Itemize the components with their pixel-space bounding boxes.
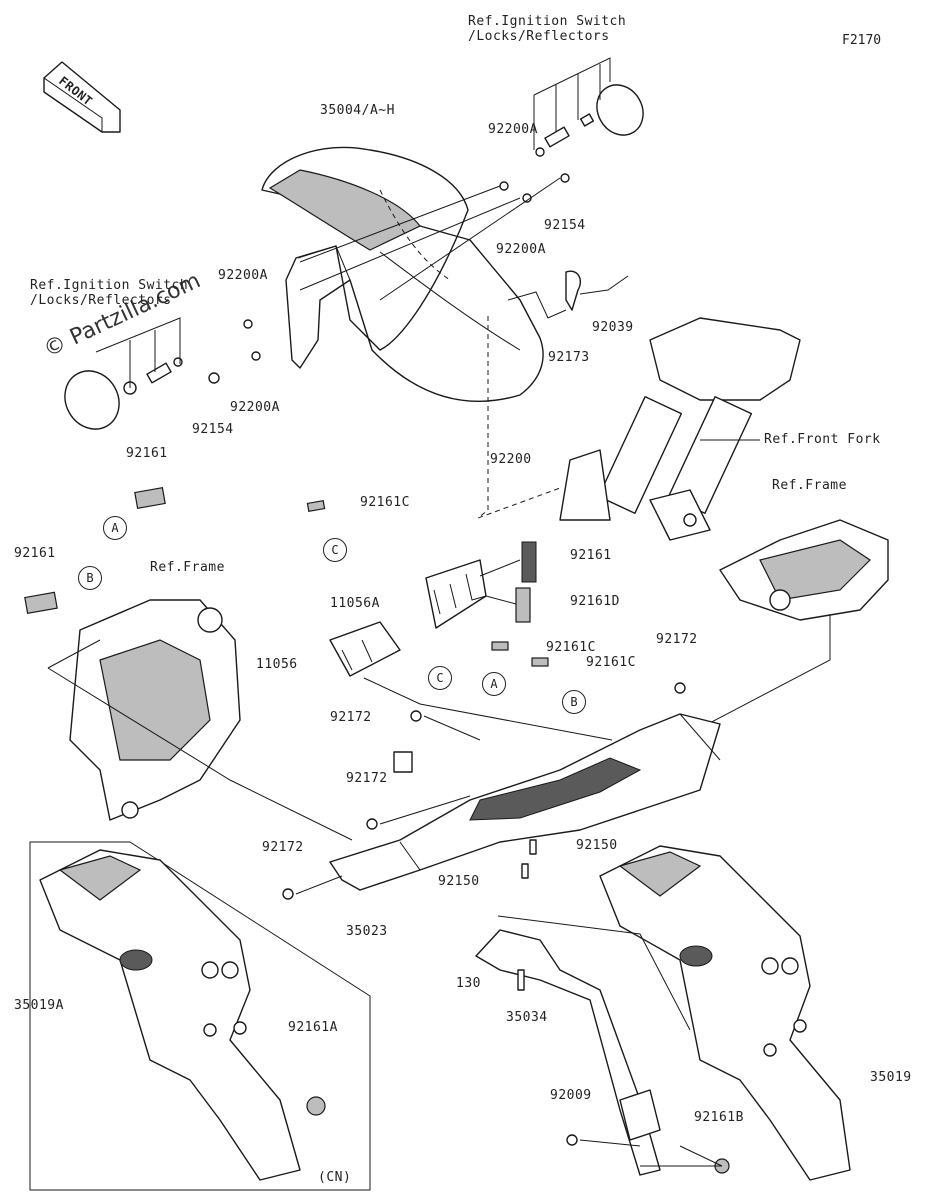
- ref-circle-c2: C: [428, 666, 452, 690]
- reflector-top-part: [299, 57, 644, 301]
- clip-part: [477, 270, 629, 519]
- label-92161-a: 92161: [126, 446, 168, 461]
- ref-circle-a: A: [103, 516, 127, 540]
- label-92161-b: 92161: [14, 546, 56, 561]
- label-ref-ignition-top: Ref.Ignition Switch /Locks/Reflectors: [468, 14, 627, 44]
- bracket-part: [329, 559, 613, 741]
- front-arrow-icon: [43, 61, 121, 133]
- label-ref-front-fork: Ref.Front Fork: [764, 432, 881, 447]
- label-11056: 11056: [256, 657, 298, 672]
- label-ref-frame-right: Ref.Frame: [772, 478, 847, 493]
- label-tags: [24, 486, 549, 667]
- label-35019: 35019: [870, 1070, 912, 1085]
- label-35019A: 35019A: [14, 998, 64, 1013]
- label-92154-b: 92154: [192, 422, 234, 437]
- label-92200A-c: 92200A: [218, 268, 268, 283]
- label-cn: (CN): [318, 1170, 352, 1185]
- label-92161C-a: 92161C: [360, 495, 410, 510]
- label-92200A-a: 92200A: [488, 122, 538, 137]
- label-92009: 92009: [550, 1088, 592, 1103]
- front-fork-part: [559, 317, 801, 541]
- front-fender-part: [261, 146, 544, 403]
- label-35034: 35034: [506, 1010, 548, 1025]
- label-92039: 92039: [592, 320, 634, 335]
- label-92161A: 92161A: [288, 1020, 338, 1035]
- label-92172-d: 92172: [262, 840, 304, 855]
- ref-circle-b: B: [78, 566, 102, 590]
- label-92150-b: 92150: [438, 874, 480, 889]
- screws: [282, 682, 686, 900]
- label-ref-frame-left: Ref.Frame: [150, 560, 225, 575]
- label-35023: 35023: [346, 924, 388, 939]
- label-92173: 92173: [548, 350, 590, 365]
- rear-fender-part: [599, 845, 851, 1181]
- ref-circle-a2: A: [482, 672, 506, 696]
- label-35004: 35004/A~H: [320, 103, 395, 118]
- stay-part: [475, 915, 723, 1176]
- label-92172-c: 92172: [346, 771, 388, 786]
- label-92161C-b: 92161C: [546, 640, 596, 655]
- label-130: 130: [456, 976, 481, 991]
- ref-circle-c: C: [323, 538, 347, 562]
- figure-code: F2170: [842, 33, 882, 48]
- label-92161-c: 92161: [570, 548, 612, 563]
- label-92200: 92200: [490, 452, 532, 467]
- label-92150-a: 92150: [576, 838, 618, 853]
- label-92200A-d: 92200A: [230, 400, 280, 415]
- label-ref-ignition-left: Ref.Ignition Switch /Locks/Reflectors: [30, 278, 189, 308]
- ref-circle-b2: B: [562, 690, 586, 714]
- label-92172-a: 92172: [656, 632, 698, 647]
- rear-tray-part: [329, 713, 721, 891]
- label-92200A-b: 92200A: [496, 242, 546, 257]
- label-92161C-c: 92161C: [586, 655, 636, 670]
- label-11056A: 11056A: [330, 596, 380, 611]
- frame-right-part: [619, 519, 889, 771]
- label-92172-b: 92172: [330, 710, 372, 725]
- label-92161D: 92161D: [570, 594, 620, 609]
- label-92161B: 92161B: [694, 1110, 744, 1125]
- label-92154-a: 92154: [544, 218, 586, 233]
- frame-left-part: [47, 599, 353, 841]
- rear-fender-cn-part: [29, 841, 371, 1191]
- reflector-left-part: [64, 317, 261, 430]
